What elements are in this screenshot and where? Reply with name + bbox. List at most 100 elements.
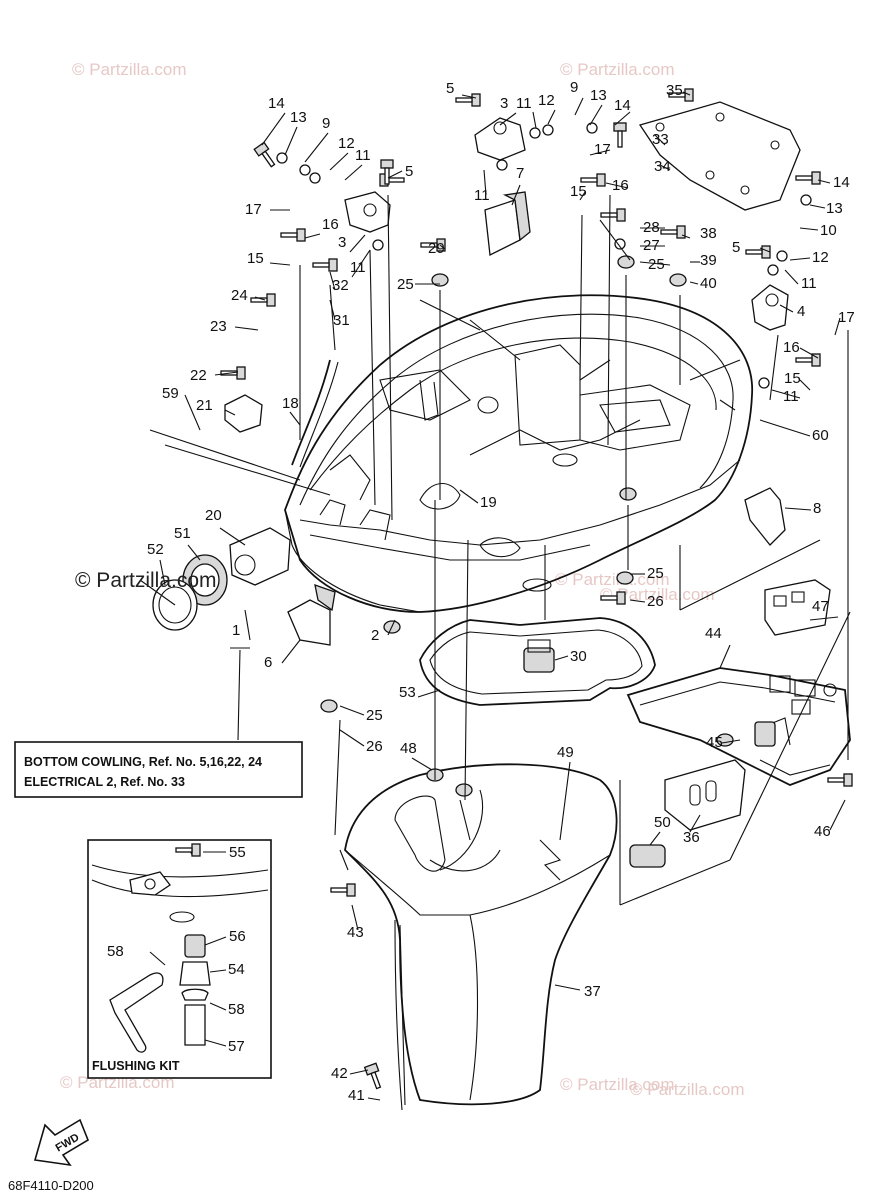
callout-46: 46 xyxy=(814,823,831,840)
leader-line xyxy=(184,394,201,431)
leader-line xyxy=(459,489,479,504)
callout-47: 47 xyxy=(812,598,829,615)
assembly-line xyxy=(619,859,731,906)
leader-line xyxy=(499,112,517,126)
flushing-kit-inset xyxy=(87,839,272,1079)
watermark-group: © Partzilla.com© Partzilla.com© Partzill… xyxy=(60,60,745,1099)
leader-line xyxy=(284,126,298,156)
leader-line xyxy=(349,234,366,253)
callout-5: 5 xyxy=(732,239,740,256)
watermark-text: © Partzilla.com xyxy=(560,1075,675,1094)
watermark-text: © Partzilla.com xyxy=(72,60,187,79)
note-box xyxy=(14,741,303,798)
washer-icon xyxy=(800,194,812,206)
leader-line xyxy=(339,705,365,716)
callout-27: 27 xyxy=(643,237,660,254)
washer-icon xyxy=(542,124,554,136)
fwd-arrow-icon xyxy=(33,1118,89,1167)
assembly-line xyxy=(689,359,741,381)
callout-13: 13 xyxy=(826,200,843,217)
leader-line xyxy=(483,169,487,196)
assembly-line xyxy=(579,359,611,381)
assembly-line xyxy=(729,611,851,861)
callout-59: 59 xyxy=(162,385,179,402)
callout-9: 9 xyxy=(322,115,330,132)
washer-icon xyxy=(614,238,626,250)
callout-36: 36 xyxy=(683,829,700,846)
callout-18: 18 xyxy=(282,395,299,412)
callout-57: 57 xyxy=(228,1038,245,1055)
callout-25: 25 xyxy=(397,276,414,293)
callout-17: 17 xyxy=(245,201,262,218)
leader-line xyxy=(214,371,239,376)
washer-icon xyxy=(529,127,541,139)
callout-45: 45 xyxy=(706,734,723,751)
leader-line xyxy=(411,757,433,771)
pivot-assembly-top xyxy=(474,117,526,161)
callout-44: 44 xyxy=(705,625,722,642)
callout-5: 5 xyxy=(405,163,413,180)
leader-line xyxy=(204,1039,227,1047)
leader-line xyxy=(204,936,227,946)
leader-line xyxy=(367,1097,381,1101)
leader-line xyxy=(209,969,227,973)
bolt-icon xyxy=(253,141,276,168)
watermark-text: © Partzilla.com xyxy=(630,1080,745,1099)
callout-15: 15 xyxy=(247,250,264,267)
leader-line xyxy=(759,247,771,253)
watermark-text: © Partzilla.com xyxy=(555,570,670,589)
leader-line xyxy=(719,644,731,669)
washer-icon xyxy=(276,152,288,164)
callout-42: 42 xyxy=(331,1065,348,1082)
leader-line xyxy=(329,152,349,171)
washer-icon xyxy=(776,250,788,262)
leader-line xyxy=(304,132,329,163)
bolt-icon xyxy=(600,208,626,222)
assembly-line xyxy=(469,319,521,361)
assembly-line xyxy=(369,249,376,506)
callout-55: 55 xyxy=(229,844,246,861)
leader-line xyxy=(219,527,246,546)
callout-34: 34 xyxy=(654,158,671,175)
callout-11: 11 xyxy=(474,187,490,204)
leader-line xyxy=(461,94,477,99)
leader-line xyxy=(554,984,581,991)
callout-11: 11 xyxy=(516,95,532,112)
grommet-icon xyxy=(455,783,473,797)
callout-58: 58 xyxy=(107,943,124,960)
bottom-cowling xyxy=(284,294,753,613)
callout-3: 3 xyxy=(500,95,508,112)
callout-3: 3 xyxy=(338,234,346,251)
callout-54: 54 xyxy=(228,961,245,978)
washer-icon xyxy=(372,239,384,251)
leader-line xyxy=(281,639,301,664)
leader-line xyxy=(349,1069,369,1075)
callout-29: 29 xyxy=(428,240,445,257)
callout-40: 40 xyxy=(700,275,717,292)
callout-13: 13 xyxy=(290,109,307,126)
leader-line xyxy=(511,184,521,206)
leader-line xyxy=(387,170,403,179)
callout-12: 12 xyxy=(338,135,355,152)
callout-11: 11 xyxy=(355,147,371,164)
callout-4: 4 xyxy=(797,303,805,320)
callout-14: 14 xyxy=(833,174,850,191)
leader-line xyxy=(187,544,201,561)
leader-line xyxy=(771,389,801,399)
assembly-line xyxy=(599,219,631,261)
leader-line xyxy=(547,109,556,125)
leader-line xyxy=(649,831,661,846)
callout-21: 21 xyxy=(196,397,213,414)
callout-23: 23 xyxy=(210,318,227,335)
callout-48: 48 xyxy=(400,740,417,757)
callout-8: 8 xyxy=(813,500,821,517)
part-7 xyxy=(484,191,531,256)
leader-line xyxy=(689,281,699,285)
leader-line xyxy=(159,559,166,586)
pivot-assembly-left xyxy=(344,191,391,233)
leader-line xyxy=(681,234,691,239)
diagram-code: 68F4110-D200 xyxy=(8,1178,94,1193)
part-8 xyxy=(744,487,786,546)
